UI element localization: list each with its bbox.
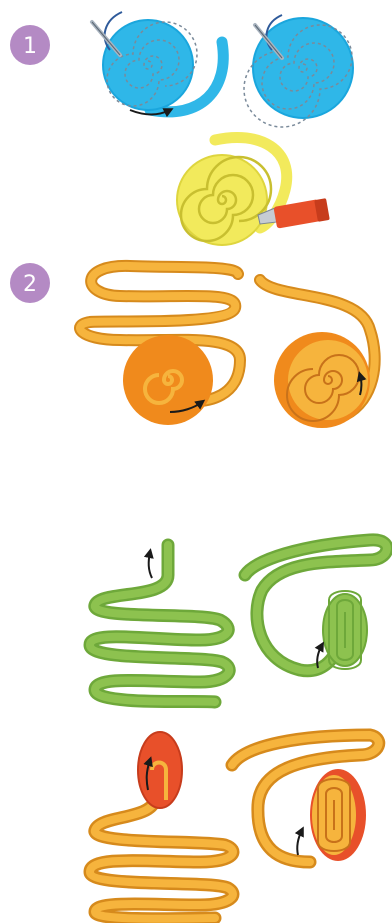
step-badge-1: 1 [10, 25, 50, 65]
arrow-icon [297, 830, 302, 855]
yellow-coil-glued [177, 137, 287, 245]
blue-coil-unwinding [103, 20, 223, 115]
green-coil-oval [245, 540, 387, 671]
orange-strip-winding [80, 266, 240, 425]
red-coil-with-strip [90, 732, 233, 919]
step-badge-2: 2 [10, 263, 50, 303]
step-number-1: 1 [23, 34, 37, 59]
red-coil-oval [232, 735, 379, 862]
arrow-icon [149, 552, 152, 578]
green-strip-folded [90, 545, 229, 702]
orange-coil-wound [260, 280, 375, 428]
step-number-2: 2 [23, 272, 37, 297]
